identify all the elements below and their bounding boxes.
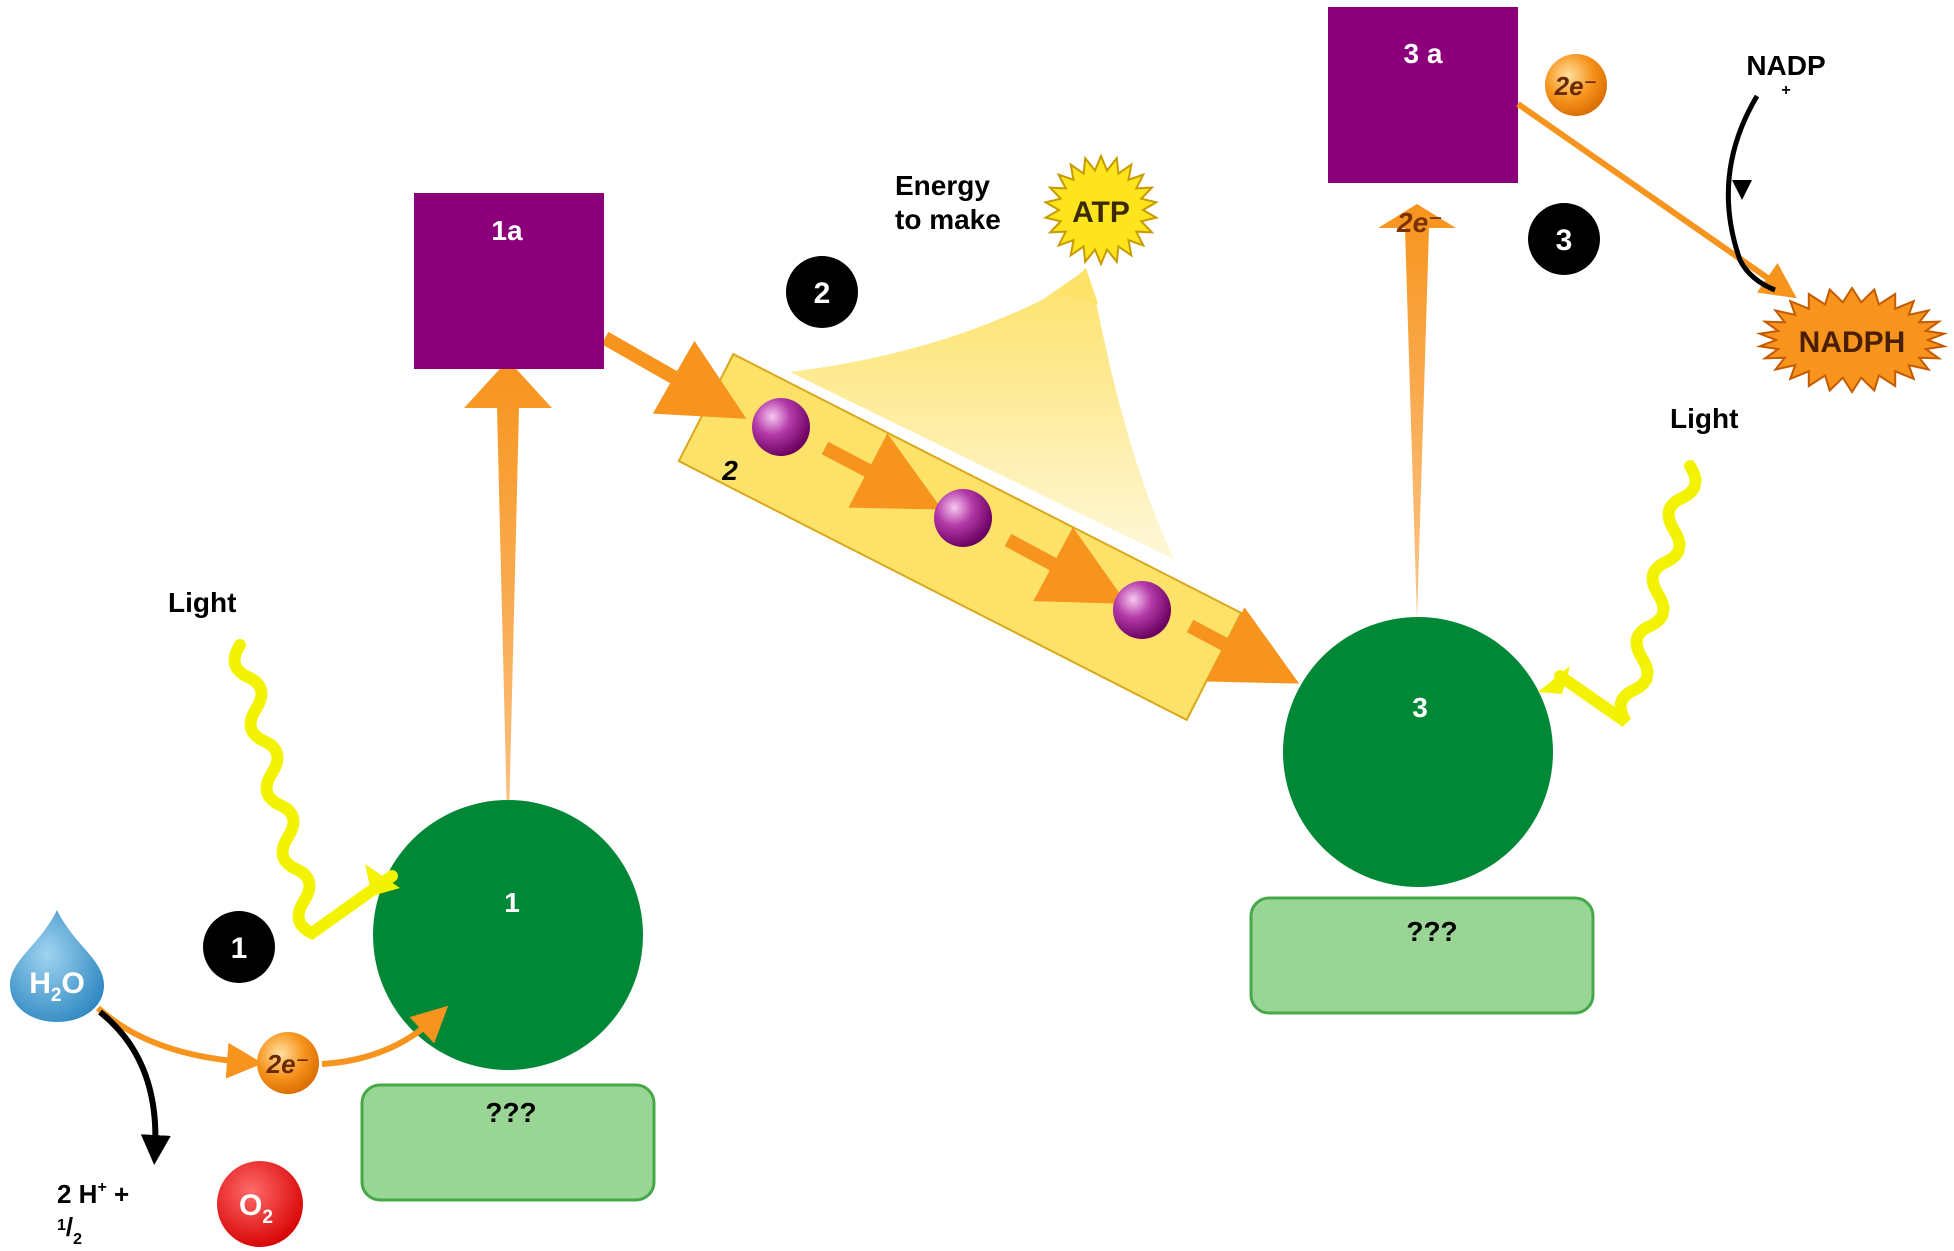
beam-3-to-3a bbox=[1378, 204, 1456, 620]
box-1a-label: 1a bbox=[491, 215, 523, 246]
step-3-marker bbox=[1528, 203, 1600, 275]
carrier-sphere-1 bbox=[752, 398, 810, 456]
electron-sphere-b bbox=[1545, 54, 1607, 116]
atp-starburst bbox=[1042, 153, 1160, 267]
step-2-marker bbox=[786, 256, 858, 328]
nadph-starburst bbox=[1755, 286, 1949, 394]
light-right-label: Light bbox=[1670, 403, 1738, 434]
beam-3-electron-label: 2e⁻ bbox=[1396, 207, 1443, 238]
energy-label-line2: to make bbox=[895, 204, 1001, 235]
electron-b-label: 2e⁻ bbox=[1554, 71, 1598, 101]
nadp-to-nadph-arrow bbox=[1725, 94, 1776, 293]
atp-label: ATP bbox=[1072, 196, 1130, 229]
chain-arrow-1 bbox=[821, 433, 943, 510]
light-wave-right-head bbox=[1538, 666, 1570, 694]
carrier-sphere-3 bbox=[1113, 581, 1171, 639]
oxygen-sphere bbox=[217, 1161, 303, 1247]
water-to-products-arrow bbox=[98, 1009, 171, 1165]
nadp-plus: + bbox=[1781, 82, 1790, 99]
unknown-box-3-label: ??? bbox=[1406, 916, 1457, 947]
light-wave-left bbox=[228, 639, 398, 940]
chain-arrow-3 bbox=[1186, 607, 1300, 684]
arrow-1a-to-chain bbox=[601, 331, 747, 419]
products-line: 2 H+ + bbox=[57, 1179, 129, 1209]
box-1a bbox=[414, 193, 604, 369]
carrier-sphere-2 bbox=[934, 489, 992, 547]
chain-arrow-2 bbox=[1004, 527, 1128, 604]
electron-a-label: 2e⁻ bbox=[266, 1049, 310, 1079]
chain-label: 2 bbox=[721, 455, 738, 486]
unknown-box-3 bbox=[1249, 896, 1595, 1015]
electron-to-photosystem-1-arrow bbox=[321, 1005, 449, 1067]
unknown-box-1 bbox=[360, 1083, 656, 1202]
nadp-arrowhead bbox=[1732, 180, 1752, 200]
energy-label-line1: Energy bbox=[895, 170, 990, 201]
nadp-label: NADP bbox=[1746, 50, 1825, 81]
photosystem-1-label: 1 bbox=[504, 887, 520, 918]
box-3a-label: 3 a bbox=[1404, 38, 1443, 69]
step-3-label: 3 bbox=[1556, 224, 1573, 257]
beam-1-to-1a bbox=[464, 360, 552, 858]
nadph-label: NADPH bbox=[1799, 326, 1906, 359]
photosystem-3-circle bbox=[1283, 617, 1553, 887]
oxygen-label: O2 bbox=[239, 1189, 273, 1228]
unknown-box-1-label: ??? bbox=[485, 1097, 536, 1128]
photosystem-1-circle bbox=[373, 800, 643, 1070]
electron-sphere-a bbox=[257, 1032, 319, 1094]
step-1-label: 1 bbox=[231, 932, 248, 965]
step-2-label: 2 bbox=[814, 277, 831, 310]
water-droplet bbox=[10, 910, 104, 1022]
products-fraction: 1/2 bbox=[57, 1212, 82, 1248]
light-wave-left-head bbox=[365, 864, 400, 896]
light-left-label: Light bbox=[168, 587, 236, 618]
photosystem-3-label: 3 bbox=[1412, 692, 1428, 723]
atp-fan-arrowhead bbox=[1058, 268, 1098, 304]
box-3a bbox=[1328, 7, 1518, 183]
light-wave-right bbox=[1554, 460, 1702, 727]
atp-energy-fan bbox=[790, 275, 1175, 560]
water-label: H2O bbox=[29, 967, 85, 1006]
step-1-marker bbox=[203, 911, 275, 983]
